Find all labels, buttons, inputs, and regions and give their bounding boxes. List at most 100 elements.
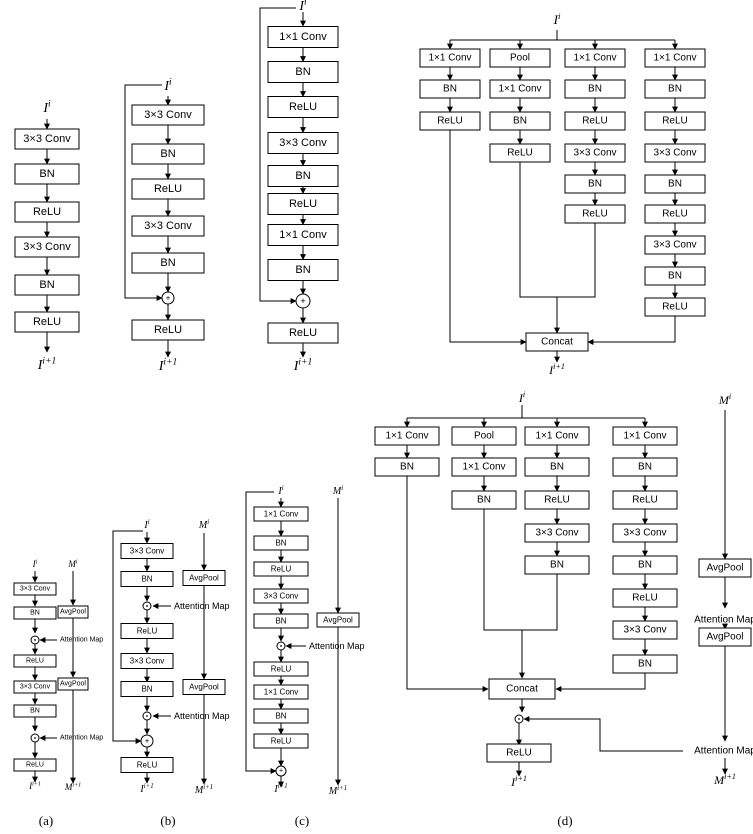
relu-label: ReLU [271,565,292,574]
conv3-box [14,236,80,258]
concat-box [488,678,556,700]
relu-box [267,193,339,215]
output-M-label: Mi+1 [328,785,347,797]
bn-label: BN [638,462,652,473]
conv3-box [131,215,205,237]
attention-map-label: Attention Map [694,746,753,757]
conv1-box [451,457,517,477]
relu-box [564,111,626,131]
conv3-label: 3×3 Conv [573,148,616,159]
relu-label: ReLU [289,327,317,339]
avgpool-box [57,677,89,691]
avgpool-box [316,612,360,628]
relu-box [419,111,481,131]
avgpool-label: AvgPool [323,616,353,625]
relu-label: ReLU [137,761,158,770]
relu-label: ReLU [632,593,658,604]
conv1-box [524,426,590,446]
bn-label: BN [668,271,682,282]
relu-label: ReLU [154,183,182,195]
attention-map-label: Attention Map [174,711,230,721]
bn-box [564,174,626,194]
attention-map-label: Attention Map [694,615,753,626]
input-M-label: Mi [198,519,209,531]
bn-label: BN [668,84,682,95]
conv3-label: 3×3 Conv [23,241,71,253]
relu-label: ReLU [437,116,463,127]
conv1-label: 1×1 Conv [385,431,428,442]
relu-label: ReLU [271,737,292,746]
bn-label: BN [400,462,414,473]
conv1-box [253,506,309,522]
bn-label: BN [638,659,652,670]
relu-label: ReLU [662,116,688,127]
multiply-dot [280,645,282,647]
bn-label: BN [275,617,286,626]
conv1-box [374,426,440,446]
bn-label: BN [295,66,310,78]
relu-label: ReLU [26,658,44,665]
bn-box [451,490,517,510]
output-M-label: Mi+1 [64,782,81,792]
bn-label: BN [160,257,175,269]
relu-box [13,758,57,772]
relu-box [13,654,57,668]
avgpool-box [698,558,752,578]
bn-box [14,274,80,296]
output-I-label: Ii+1 [273,783,287,795]
output-M-label: Mi+1 [713,772,736,787]
add-symbol: + [279,768,283,775]
connector-line [519,162,560,334]
input-I-label: Ii [163,77,172,94]
conv1-label: 1×1 Conv [573,53,616,64]
concat-box [525,332,589,352]
pool-label: Pool [510,53,530,64]
conv3-label: 3×3 Conv [130,547,164,556]
multiply-dot [146,605,148,607]
conv3-label: 3×3 Conv [264,592,298,601]
relu-box [486,743,552,763]
bn-label: BN [275,712,286,721]
conv1-label: 1×1 Conv [279,229,327,241]
conv1-box [489,79,551,99]
relu-label: ReLU [544,495,570,506]
conv1-label: 1×1 Conv [264,688,298,697]
bn-box [612,555,678,575]
caption-a: (a) [39,813,53,828]
bn-label: BN [588,84,602,95]
bn-label: BN [668,179,682,190]
multiply-dot [146,715,148,717]
bn-box [419,79,481,99]
output-M-label: Mi+1 [194,784,213,796]
relu-box [253,733,309,749]
bn-label: BN [588,179,602,190]
input-M-label: Mi [67,559,78,569]
avgpool-box [182,679,226,695]
output-I-label: Ii+1 [548,362,565,377]
conv3-label: 3×3 Conv [144,109,192,121]
concat-label: Concat [506,684,538,695]
conv3-label: 3×3 Conv [535,528,578,539]
bn-label: BN [30,708,40,715]
relu-label: ReLU [271,665,292,674]
bn-box [14,163,80,185]
output-I-label: Ii+1 [28,781,41,791]
bn-box [564,79,626,99]
conv1-box [644,48,706,68]
output-I-label: Ii+1 [510,774,527,789]
connector-line [124,84,163,301]
concat-label: Concat [541,337,573,348]
relu-label: ReLU [582,116,608,127]
relu-label: ReLU [33,316,61,328]
relu-label: ReLU [289,198,317,210]
bn-label: BN [141,575,152,584]
connector-line [112,530,143,744]
relu-label: ReLU [632,495,658,506]
add-symbol: + [166,294,171,303]
avgpool-box [698,627,752,647]
bn-label: BN [513,116,527,127]
relu-box [489,143,551,163]
conv3-label: 3×3 Conv [130,657,164,666]
pool-box [451,426,517,446]
input-I-label: Ii [143,519,149,531]
